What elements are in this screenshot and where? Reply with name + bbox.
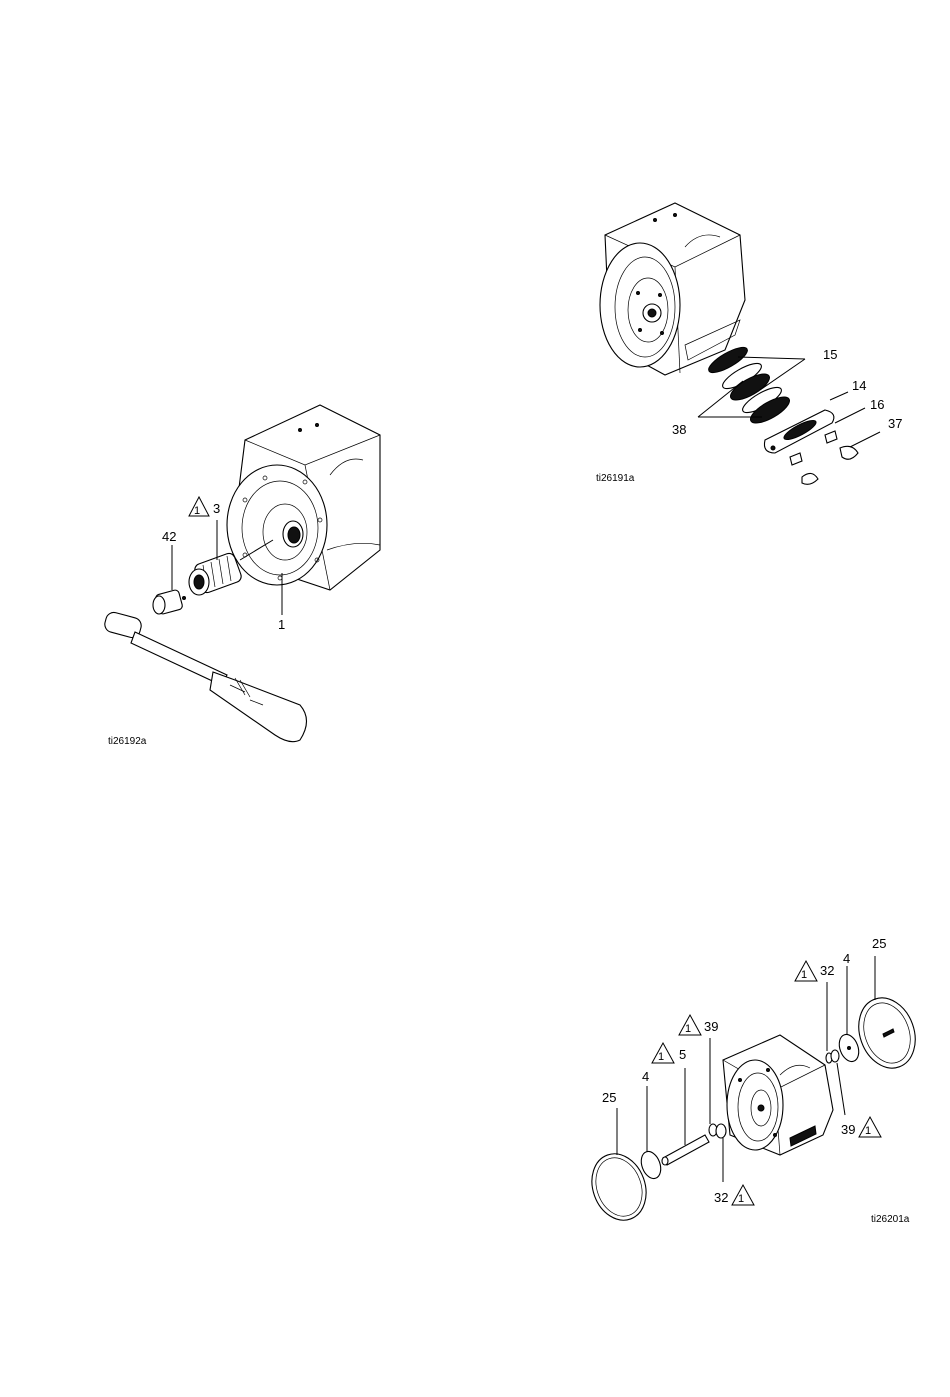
fitting-part <box>153 589 186 615</box>
figure-ti26191a: 15 14 16 37 38 ti26191a <box>590 195 920 495</box>
callout-25-right: 25 <box>872 936 886 951</box>
figure-ti26201a-drawing: 25 4 1 32 1 39 1 5 25 4 39 1 32 1 ti2620… <box>575 930 925 1230</box>
figure-tag: ti26191a <box>596 473 635 484</box>
callout-39-right: 39 <box>841 1122 855 1137</box>
warning-triangle: 1 <box>679 1015 701 1035</box>
warning-triangle: 1 <box>189 497 209 517</box>
warning-ref: 1 <box>685 1023 691 1035</box>
figure-tag: ti26201a <box>871 1214 910 1225</box>
warning-triangle: 1 <box>652 1043 674 1063</box>
callout-3: 3 <box>213 501 220 516</box>
figure-tag: ti26192a <box>108 736 147 747</box>
warning-triangle: 1 <box>732 1185 754 1205</box>
warning-ref: 1 <box>658 1051 664 1063</box>
warning-triangle: 1 <box>859 1117 881 1137</box>
warning-triangle: 1 <box>795 961 817 981</box>
figure-ti26192a-drawing: 1 3 42 1 ti26192a <box>95 400 395 750</box>
callout-4-right: 4 <box>843 951 850 966</box>
callout-32-left: 32 <box>714 1190 728 1205</box>
torque-wrench-illustration <box>103 611 306 742</box>
callout-15: 15 <box>823 347 837 362</box>
figure-ti26191a-drawing: 15 14 16 37 38 ti26191a <box>590 195 920 495</box>
callout-25-left: 25 <box>602 1090 616 1105</box>
seal-stack-illustration <box>705 343 793 428</box>
pump-housing-illustration <box>600 203 745 375</box>
figure-ti26201a: 25 4 1 32 1 39 1 5 25 4 39 1 32 1 ti2620… <box>575 930 925 1230</box>
callout-16: 16 <box>870 397 884 412</box>
callout-5: 5 <box>679 1047 686 1062</box>
callout-32-right: 32 <box>820 963 834 978</box>
callout-38: 38 <box>672 422 686 437</box>
o-rings-right <box>826 1050 839 1063</box>
o-rings-left <box>709 1124 726 1138</box>
callout-37: 37 <box>888 416 902 431</box>
figure-ti26192a: 1 3 42 1 ti26192a <box>95 400 395 750</box>
callout-42: 42 <box>162 529 176 544</box>
callout-39-left: 39 <box>704 1019 718 1034</box>
callout-14: 14 <box>852 378 866 393</box>
diaphragm-right <box>849 990 924 1076</box>
callout-4-left: 4 <box>642 1069 649 1084</box>
plate-right <box>836 1032 862 1064</box>
warning-ref: 1 <box>865 1125 871 1137</box>
pump-housing-illustration <box>227 405 380 590</box>
warning-ref: 1 <box>801 969 807 981</box>
warning-ref: 1 <box>738 1193 744 1205</box>
warning-ref: 1 <box>194 505 200 517</box>
callout-1: 1 <box>278 617 285 632</box>
pump-housing-illustration <box>723 1035 833 1155</box>
